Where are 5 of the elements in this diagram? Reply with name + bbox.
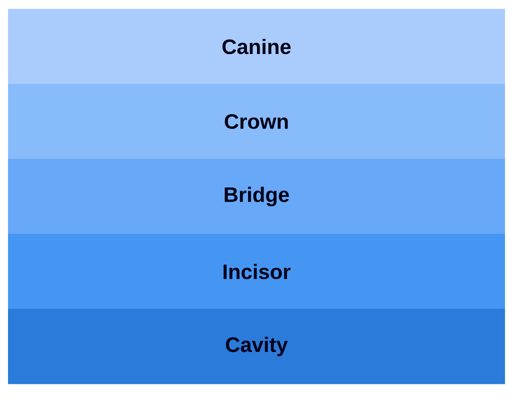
- band: Canine: [8, 8, 505, 84]
- band: Bridge: [8, 158, 505, 234]
- band: Incisor: [8, 234, 505, 310]
- band: Cavity: [8, 308, 505, 384]
- band: Crown: [8, 84, 505, 160]
